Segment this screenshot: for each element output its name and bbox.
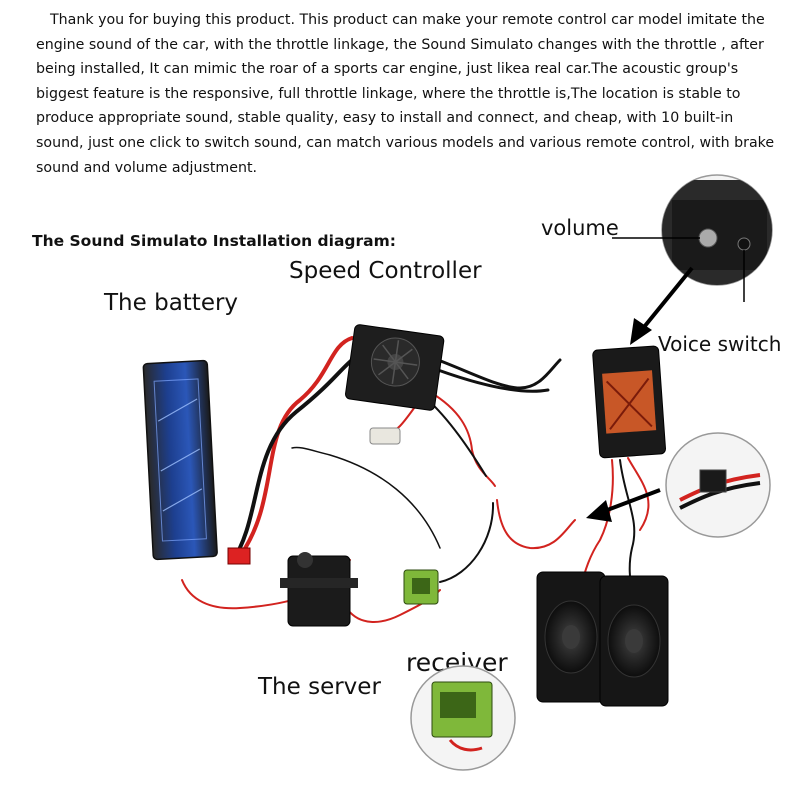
battery-red-wire xyxy=(238,336,354,558)
server-label: The server xyxy=(258,674,381,700)
battery-pack xyxy=(142,359,218,561)
esc-motor-wire-1 xyxy=(436,358,562,390)
arrow-to-module xyxy=(638,266,694,334)
battery-black-wire xyxy=(230,358,354,564)
speed-controller-label: Speed Controller xyxy=(289,258,482,284)
servo xyxy=(280,552,358,627)
pointers xyxy=(612,237,745,302)
speaker-right xyxy=(599,575,669,707)
esc-signal-wire xyxy=(429,391,496,487)
throttle-lead-b xyxy=(439,502,495,583)
diagram-title: The Sound Simulato Installation diagram: xyxy=(32,232,396,250)
intro-paragraph: Thank you for buying this product. This … xyxy=(36,12,775,176)
module-wire-c xyxy=(627,457,650,531)
receiver-antenna xyxy=(291,446,441,549)
esc-motor-wire-2 xyxy=(436,368,550,393)
sound-module xyxy=(592,345,666,459)
wiring xyxy=(181,336,650,623)
esc-switch xyxy=(369,427,401,445)
receiver-inset xyxy=(410,665,516,771)
module-wire-b xyxy=(619,459,636,593)
voice-switch-label: Voice switch xyxy=(658,332,782,356)
arrow-to-connector xyxy=(601,488,661,514)
speaker-left xyxy=(536,571,606,703)
volume-label: volume xyxy=(541,216,619,240)
connector-inset xyxy=(665,432,771,538)
module-wire-a xyxy=(579,459,614,591)
volume-inset xyxy=(661,174,773,286)
battery-label: The battery xyxy=(104,290,239,316)
speed-controller xyxy=(345,324,445,411)
arrows xyxy=(586,266,694,522)
deans-connector xyxy=(227,547,251,565)
receiver-unit xyxy=(403,569,439,605)
throttle-lead xyxy=(496,499,576,550)
